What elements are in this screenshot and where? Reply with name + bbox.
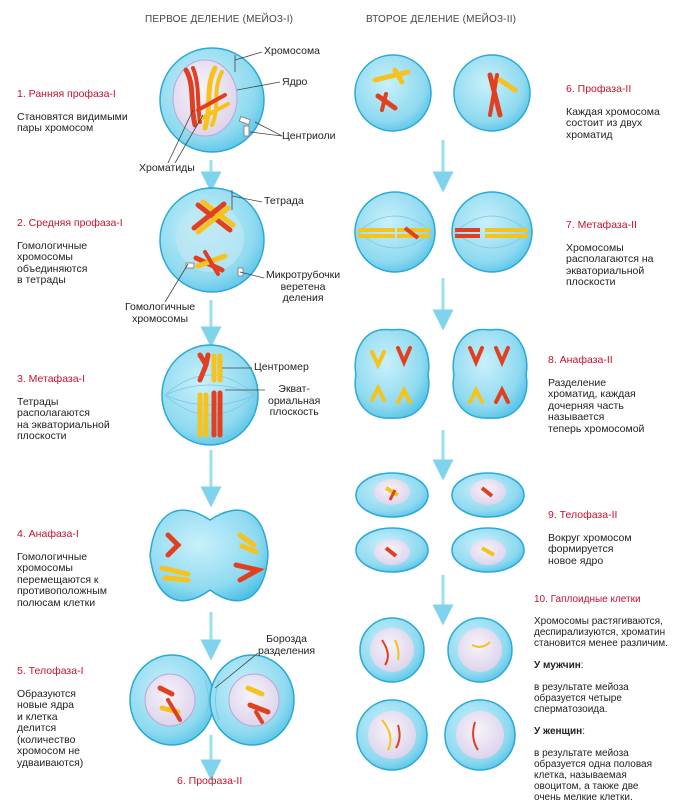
stage-5-desc: Образуются новые ядра и клетка делится (…	[17, 687, 84, 769]
cells-haploid	[356, 617, 516, 771]
stage-10-men-text: в результате мейоза образуется четыре сп…	[534, 682, 629, 715]
stage-1-text: 1. Ранняя профаза-I Становятся видимыми …	[17, 77, 167, 146]
cell-metaphase-2	[354, 191, 533, 273]
stage-6-text: 6. Профаза-II Каждая хромосома состоит и…	[566, 72, 696, 153]
label-chromatids: Хроматиды	[139, 162, 195, 174]
label-equatorial: Экват- ориальная плоскость	[268, 383, 321, 418]
stage-6-desc: Каждая хромосома состоит из двух хромати…	[566, 105, 660, 141]
header-meiosis-1: ПЕРВОЕ ДЕЛЕНИЕ (МЕЙОЗ-I)	[145, 14, 294, 25]
stage-8-title: 8. Анафаза-II	[548, 353, 613, 366]
label-leaders	[164, 51, 283, 689]
stage-10-women-label: У женщин	[534, 726, 583, 737]
stage-4-desc: Гомологичные хромосомы перемещаются к пр…	[17, 550, 107, 609]
label-microtubules: Микротрубочки веретена деления	[266, 269, 341, 304]
stage-3-title: 3. Метафаза-I	[17, 372, 85, 385]
stage-10-title: 10. Гаплоидные клетки	[534, 594, 641, 605]
stage-5-title: 5. Телофаза-I	[17, 664, 84, 677]
stage-6-bottom-title: 6. Профаза-II	[177, 775, 243, 787]
label-centrioles: Центриоли	[282, 130, 336, 142]
cell-telophase-1	[129, 654, 295, 746]
stage-10-women-text: в результате мейоза образуется одна поло…	[534, 748, 653, 800]
stage-10-text: 10. Гаплоидные клетки Хромосомы растягив…	[534, 583, 698, 800]
cell-metaphase-1	[161, 344, 259, 446]
stage-6-title: 6. Профаза-II	[566, 82, 632, 95]
stage-8-text: 8. Анафаза-II Разделение хроматид, кажда…	[548, 343, 698, 447]
cell-anaphase-1	[149, 509, 269, 602]
stage-9-desc: Вокруг хромосом формируется новое ядро	[548, 531, 632, 567]
stage-5-text: 5. Телофаза-I Образуются новые ядра и кл…	[17, 654, 147, 781]
label-homologous: Гомологичные хромосомы	[125, 301, 196, 325]
header-meiosis-2: ВТОРОЕ ДЕЛЕНИЕ (МЕЙОЗ-II)	[366, 14, 517, 25]
label-furrow: Борозда разделения	[258, 633, 316, 657]
label-centromere: Центромер	[254, 361, 309, 373]
stage-9-title: 9. Телофаза-II	[548, 508, 618, 521]
stage-1-title: 1. Ранняя профаза-I	[17, 87, 116, 100]
cell-prophase-2	[354, 54, 531, 132]
label-tetrad: Тетрада	[264, 195, 304, 207]
label-nucleus: Ядро	[282, 76, 308, 88]
stage-8-desc: Разделение хроматид, каждая дочерняя час…	[548, 376, 645, 435]
stage-4-text: 4. Анафаза-I Гомологичные хромосомы пере…	[17, 517, 147, 621]
stage-3-desc: Тетрады располагаются на экваториальной …	[17, 395, 110, 442]
label-chromosome: Хромосома	[264, 45, 321, 57]
stage-2-title: 2. Средняя профаза-I	[17, 216, 123, 229]
stage-2-text: 2. Средняя профаза-I Гомологичные хромос…	[17, 206, 147, 298]
stage-4-title: 4. Анафаза-I	[17, 527, 79, 540]
stage-10-desc: Хромосомы растягиваются, деспирализуются…	[534, 616, 668, 649]
stage-3-text: 3. Метафаза-I Тетрады располагаются на э…	[17, 362, 147, 454]
cell-telophase-2	[355, 472, 525, 573]
stage-9-text: 9. Телофаза-II Вокруг хромосом формирует…	[548, 498, 688, 579]
stage-1-desc: Становятся видимыми пары хромосом	[17, 110, 128, 134]
cell-middle-prophase-1	[159, 187, 265, 293]
stage-10-men-label: У мужчин	[534, 660, 581, 671]
cell-anaphase-2	[354, 328, 528, 419]
cell-early-prophase-1	[159, 47, 265, 153]
stage-7-text: 7. Метафаза-II Хромосомы располагаются н…	[566, 208, 696, 300]
stage-2-desc: Гомологичные хромосомы объединяются в те…	[17, 239, 88, 286]
stage-7-desc: Хромосомы располагаются на экваториально…	[566, 241, 654, 288]
stage-7-title: 7. Метафаза-II	[566, 218, 637, 231]
